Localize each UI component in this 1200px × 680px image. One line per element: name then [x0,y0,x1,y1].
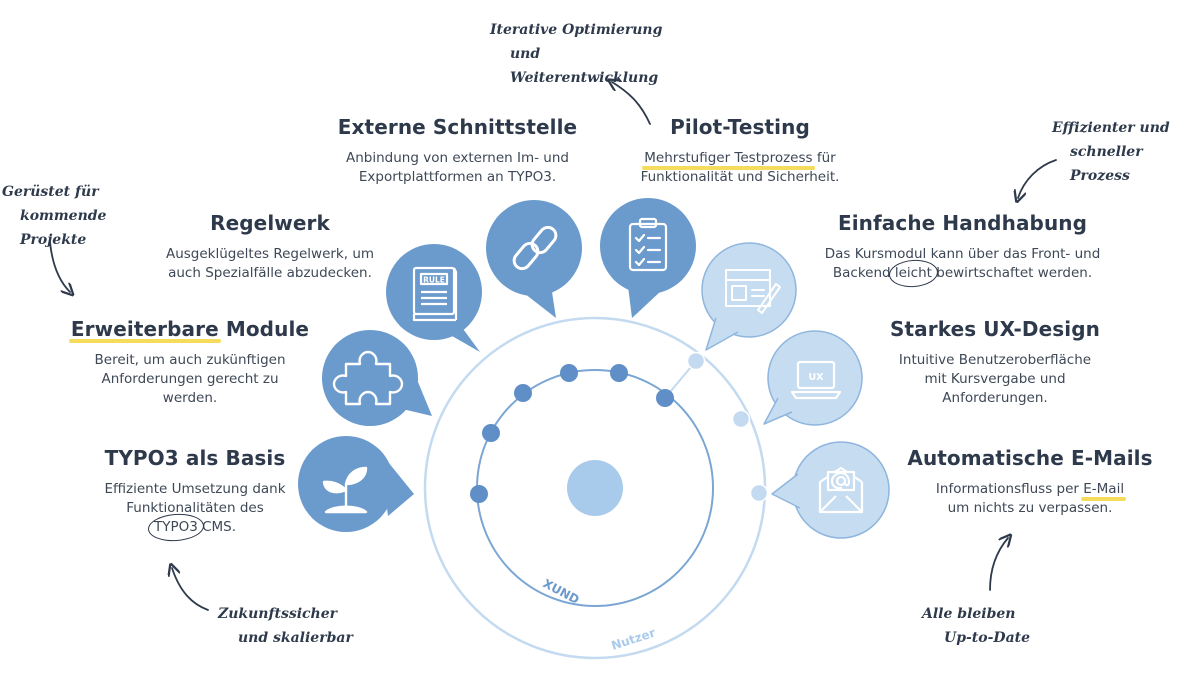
clipboard-icon [628,217,668,272]
ring-dot [470,485,488,503]
bubble-ux: UX [763,330,863,426]
feature-emails: Automatische E-Mails Informationsfluss p… [895,446,1165,518]
link-icon [512,225,558,271]
feature-description: Effiziente Umsetzung dank Funktionalität… [104,481,286,535]
note-alle: Alle bleiben Up-to-Date [922,606,1031,646]
feature-typo3-basis: TYPO3 als Basis Effiziente Umsetzung dan… [70,446,320,537]
blueprint-icon [725,269,781,314]
bubble-rulebook: RULE [386,244,482,352]
inner-ring-label: XUND [541,576,582,607]
feature-description: Mehrstufiger Testprozess für Funktionali… [640,150,840,185]
feature-regelwerk: Regelwerk Ausgeklügeltes Regelwerk, um a… [140,211,400,283]
note-effizient: Effizienter und schneller Prozess [1052,120,1170,184]
arrow-effizient [1018,159,1057,198]
feature-handhabung: Einfache Handhabung Das Kursmodul kann ü… [800,211,1125,283]
ring-dot [610,364,628,382]
bubble-email [771,441,890,539]
feature-title: Automatische E-Mails [907,446,1153,470]
note-zukunft: Zukunftssicher und skalierbar [218,606,353,646]
arrow-iterative [612,82,651,125]
note-geruestet: Gerüstet für kommende Projekte [2,184,107,248]
feature-description: Informationsfluss per E-Mail um nichts z… [935,481,1126,516]
email-icon [818,466,864,514]
feature-title: Regelwerk [210,211,330,235]
ring-dot-light [731,409,751,429]
feature-description: Das Kursmodul kann über das Front- und B… [824,246,1101,281]
center-dot [567,460,623,516]
feature-description: Anbindung von externen Im- und Exportpla… [346,150,569,185]
feature-description: Ausgeklügeltes Regelwerk, um auch Spezia… [165,246,375,281]
feature-title: Erweiterbare Module [68,317,310,343]
feature-pilot: Pilot-Testing Mehrstufiger Testprozess f… [620,115,860,187]
bubble-link [486,200,582,318]
bubble-puzzle [322,330,432,426]
feature-title: Einfache Handhabung [837,211,1088,235]
feature-description: Bereit, um auch zukünftigen Anforderunge… [94,352,286,406]
ring-dot [656,389,674,407]
ring-dot-light [686,351,706,371]
bubble-blueprint [701,242,797,351]
bubble-clipboard [600,198,696,318]
ux-label: UX [808,372,824,383]
arrow-alle [989,538,1008,591]
highlight-erweiterbare: Erweiterbare [68,317,221,343]
feature-title: Starkes UX-Design [889,317,1101,341]
arrow-zukunft [172,568,209,611]
bubble-plant [298,436,414,532]
rule-label: RULE [423,276,445,285]
ring-dot [560,364,578,382]
rulebook-icon [412,266,458,322]
leicht-circled: leicht [894,265,932,281]
feature-title: TYPO3 als Basis [104,446,286,470]
laptop-icon [790,360,842,400]
ring-dot [482,424,500,442]
note-iterative: Iterative Optimierung und Weiterentwickl… [490,22,663,86]
highlight-testprozess: Mehrstufiger Testprozess [642,150,815,170]
feature-description: Intuitive Benutzeroberfläche mit Kursver… [898,352,1092,406]
highlight-email: E-Mail [1081,481,1126,501]
feature-module: Erweiterbare Module Bereit, um auch zukü… [60,317,320,408]
ring-dot-light [749,483,769,503]
puzzle-icon [332,350,404,406]
arrow-geruestet [49,241,70,292]
feature-ux: Starkes UX-Design Intuitive Benutzerober… [870,317,1120,408]
feature-title: Externe Schnittstelle [337,115,578,139]
typo3-circled: TYPO3 [153,519,198,535]
feature-title: Pilot-Testing [670,115,810,139]
plant-icon [322,466,368,514]
ring-dot [514,384,532,402]
feature-schnittstelle: Externe Schnittstelle Anbindung von exte… [320,115,595,187]
